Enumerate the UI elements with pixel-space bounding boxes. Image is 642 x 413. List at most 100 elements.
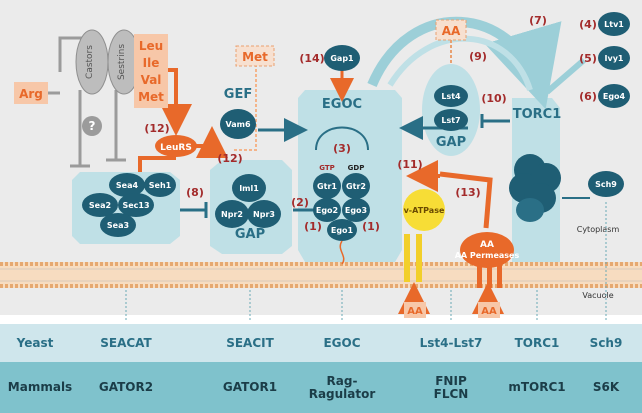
cytoplasm-label: Cytoplasm (577, 225, 620, 234)
step-5: (5) (579, 52, 597, 65)
val-label: Val (141, 73, 162, 87)
mammals-mtorc1: mTORC1 (508, 380, 566, 394)
yeast-sch9: Sch9 (589, 335, 623, 350)
aa-import-label-2: AA (481, 306, 497, 317)
aa-permeases-label: AA Permeases (455, 251, 520, 260)
unknown-regulator-label: ? (89, 119, 96, 133)
vatpase-label: v-ATPase (404, 206, 445, 215)
aa-permeases (460, 232, 514, 288)
ego2-label: Ego2 (316, 206, 338, 215)
vam6-protein (220, 109, 256, 139)
aa-top-box (435, 19, 467, 41)
egoc-label: EGOC (322, 97, 362, 112)
aa-import-label-1: AA (407, 306, 423, 317)
v-atpase (403, 189, 445, 282)
mammals-row-header: Mammals (7, 380, 73, 394)
ego1-label: Ego1 (331, 226, 354, 235)
aa-permeases-line1: AA (480, 240, 494, 250)
ego4-label: Ego4 (603, 92, 626, 101)
yeast-torc1: TORC1 (514, 335, 560, 350)
gap1-label: Gap1 (330, 54, 354, 63)
step-13: (13) (455, 186, 480, 199)
gtp-gdp-cycle-arrow (315, 126, 369, 151)
mammals-fnip-flcn: FNIP FLCN (433, 373, 469, 401)
ltv1-protein (598, 12, 630, 36)
step-7: (7) (529, 14, 547, 27)
ivy1-protein (598, 46, 630, 70)
leu-ile-val-met-box (134, 34, 168, 108)
vacuole-label: Vacuole (582, 291, 613, 300)
mammals-rag-ragulator: Rag- Ragulator (308, 373, 376, 401)
sestrins-label: Sestrins (117, 44, 127, 80)
gtp-label: GTP (319, 164, 335, 172)
seacat-proteins (82, 173, 176, 237)
gdp-label: GDP (348, 164, 365, 172)
sea4-label: Sea4 (116, 181, 139, 190)
permease-signal-arrow (439, 171, 493, 229)
ego3-label: Ego3 (345, 206, 367, 215)
yeast-seacit: SEACIT (226, 335, 274, 350)
leurs-to-seacat (138, 156, 176, 172)
arg-label: Arg (19, 87, 43, 101)
step-8: (8) (186, 186, 204, 199)
step-2: (2) (291, 196, 309, 209)
sea3-label: Sea3 (107, 221, 129, 230)
gtr2-label: Gtr2 (346, 182, 366, 191)
lst7-label: Lst7 (441, 116, 460, 125)
aa-top-label: AA (442, 24, 461, 38)
met-box (235, 45, 275, 67)
step-1b: (1) (362, 220, 380, 233)
yeast-lst4-lst7: Lst4-Lst7 (419, 335, 483, 350)
step-12b: (12) (217, 152, 242, 165)
yeast-row: Yeast SEACAT SEACIT EGOC Lst4-Lst7 TORC1… (0, 324, 642, 362)
iml1-label: Iml1 (239, 184, 259, 193)
lst-gap-label: GAP (436, 135, 466, 150)
ego1-lipid-anchor (339, 240, 345, 265)
regulator-inhibit-line (545, 57, 586, 95)
mammals-row: Mammals GATOR2 GATOR1 Rag- Ragulator FNI… (0, 362, 642, 413)
step-3: (3) (333, 142, 351, 155)
seacit-gap-label: GAP (235, 227, 265, 242)
mammals-gator2: GATOR2 (98, 380, 154, 394)
yeast-seacat: SEACAT (100, 335, 152, 350)
sch9-protein (588, 171, 624, 197)
sch9-label: Sch9 (595, 180, 617, 189)
castors-label: Castors (85, 45, 95, 79)
step-12a: (12) (144, 122, 169, 135)
yeast-row-header: Yeast (16, 335, 54, 350)
leurs-to-vam6 (196, 126, 228, 158)
torc1-cluster (509, 154, 561, 222)
met-box-label: Met (242, 50, 268, 64)
yeast-egoc: EGOC (323, 335, 361, 350)
mammals-s6k: S6K (592, 380, 620, 394)
vacuolar-membrane (0, 262, 642, 288)
step-4: (4) (579, 18, 597, 31)
step-1a: (1) (304, 220, 322, 233)
ile-label: Ile (143, 56, 160, 70)
torc1-label: TORC1 (513, 107, 562, 122)
leu-label: Leu (139, 39, 163, 53)
ltv1-label: Ltv1 (604, 20, 624, 29)
lst4-label: Lst4 (441, 92, 461, 101)
gtr1-label: Gtr1 (317, 182, 337, 191)
sec13-label: Sec13 (122, 201, 149, 210)
sea2-label: Sea2 (89, 201, 111, 210)
lst7-protein (434, 109, 468, 131)
met-dashed-arrow (232, 64, 257, 151)
step-9: (9) (469, 50, 487, 63)
npr3-label: Npr3 (253, 210, 275, 219)
npr2-label: Npr2 (221, 210, 243, 219)
vam6-label: Vam6 (225, 120, 250, 129)
gef-label: GEF (224, 87, 252, 102)
aa-import-box-2 (478, 302, 500, 318)
egoc-torc1-arrow-inner (387, 35, 533, 91)
met-aa-label: Met (138, 90, 164, 104)
step-10: (10) (481, 92, 506, 105)
seacit-proteins (215, 174, 281, 228)
arg-box (14, 82, 48, 104)
mammals-gator1: GATOR1 (222, 380, 278, 394)
seh1-label: Seh1 (149, 181, 172, 190)
step-14: (14) (299, 52, 324, 65)
step-6: (6) (579, 90, 597, 103)
